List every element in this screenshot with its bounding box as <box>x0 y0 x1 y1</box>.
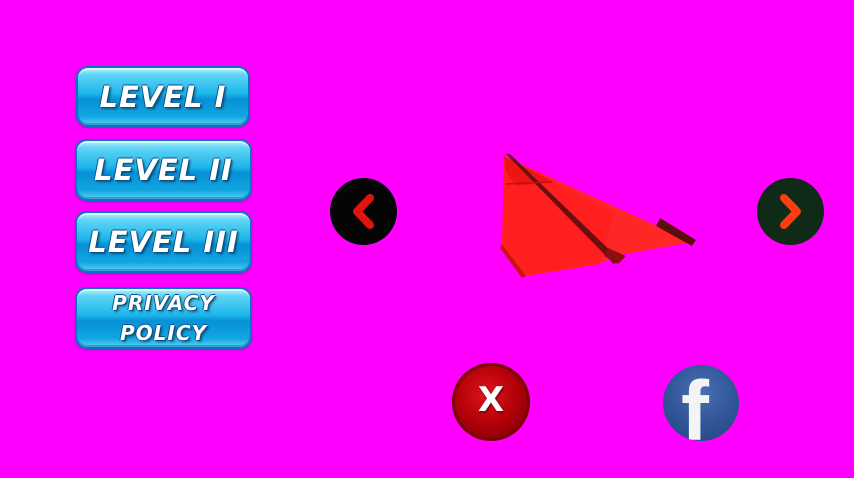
privacy-policy-label-line2: POLICY <box>119 321 207 345</box>
level-2-button[interactable]: LEVEL II <box>75 139 252 201</box>
next-plane-button[interactable] <box>757 178 824 245</box>
level-3-button[interactable]: LEVEL III <box>75 211 252 273</box>
level-1-label: LEVEL I <box>99 79 227 114</box>
close-x-label: X <box>477 380 505 420</box>
facebook-button[interactable]: f <box>663 365 739 441</box>
facebook-icon: f <box>681 365 709 441</box>
chevron-left-icon <box>353 194 374 229</box>
close-button[interactable]: X <box>452 363 530 441</box>
privacy-policy-button[interactable]: PRIVACY POLICY <box>75 287 252 349</box>
level-2-label: LEVEL II <box>94 153 233 187</box>
chevron-right-icon <box>780 194 801 229</box>
privacy-policy-label-line1: PRIVACY <box>112 291 215 315</box>
previous-plane-button[interactable] <box>330 178 397 245</box>
level-1-button[interactable]: LEVEL I <box>76 66 250 127</box>
paper-plane-model <box>500 154 696 278</box>
level-3-label: LEVEL III <box>88 225 239 259</box>
